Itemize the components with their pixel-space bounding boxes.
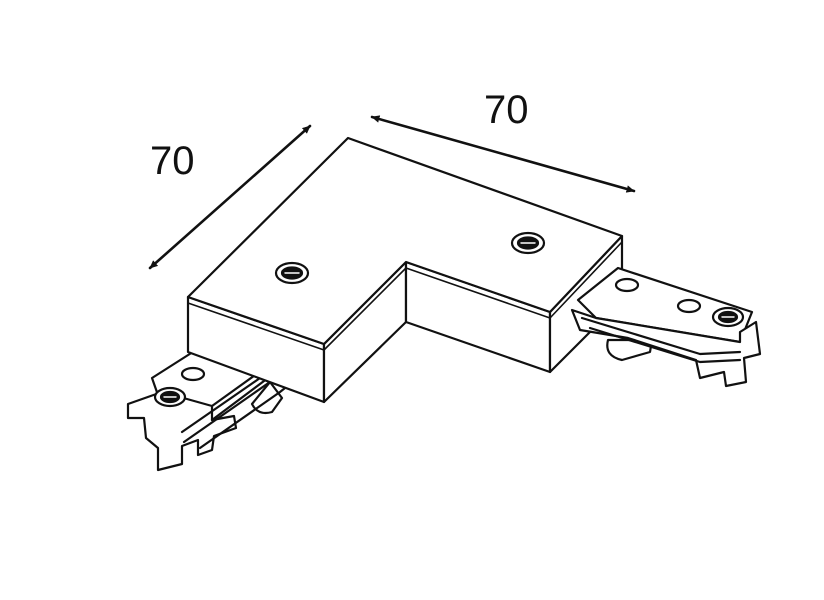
right-rail-adapter xyxy=(570,266,762,388)
right-adapter-screw-icon xyxy=(711,306,745,328)
right-adapter-hole-top xyxy=(614,277,640,293)
body-top-bevel xyxy=(187,241,623,351)
dimension-left: 70 xyxy=(148,124,312,270)
left-adapter-screw-icon xyxy=(153,386,187,408)
body-screw-left-icon xyxy=(274,261,310,285)
dimension-left-label: 70 xyxy=(150,139,195,183)
left-adapter-hole-mid xyxy=(180,366,206,382)
right-adapter-hole-mid xyxy=(676,298,702,314)
dimension-right: 70 xyxy=(370,88,636,193)
body-screw-right-icon xyxy=(510,231,546,255)
dimension-right-label: 70 xyxy=(484,88,529,132)
body-top-face xyxy=(186,136,624,346)
dimension-right-arrow-line xyxy=(370,115,636,193)
dimension-left-arrow-line xyxy=(148,124,312,270)
right-adapter-groove xyxy=(580,316,742,364)
right-adapter-clip xyxy=(606,338,654,362)
